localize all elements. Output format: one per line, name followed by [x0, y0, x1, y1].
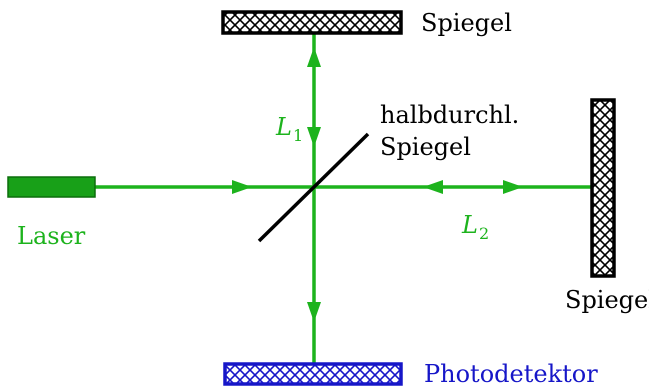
label-mirror-top: Spiegel: [421, 9, 512, 37]
label-arm-length-1: L1: [276, 113, 304, 145]
photodetector: [223, 362, 403, 386]
laser-beams: [95, 33, 592, 364]
label-mirror-right: Spiegel: [565, 286, 649, 314]
label-beamsplitter-line2: Spiegel: [380, 133, 471, 161]
mirror-top: [221, 10, 403, 35]
arrow-right-arm2: [503, 180, 523, 194]
arrow-up-arm1: [307, 47, 321, 67]
arrow-down-arm1: [307, 127, 321, 147]
beamsplitter: [257, 132, 370, 243]
label-photodetector: Photodetektor: [424, 360, 598, 388]
arrow-right-input: [232, 180, 252, 194]
label-laser: Laser: [17, 222, 86, 250]
arrow-left-arm2: [423, 180, 443, 194]
arm2-symbol: L: [462, 211, 478, 239]
label-arm-length-2: L2: [462, 211, 490, 243]
arm1-symbol: L: [276, 113, 292, 141]
beam-direction-arrows: [232, 47, 523, 322]
arm1-index: 1: [292, 126, 304, 145]
arm2-index: 2: [478, 224, 490, 243]
mirror-right: [590, 98, 616, 278]
laser-source: [7, 176, 96, 198]
label-beamsplitter-line1: halbdurchl.: [380, 101, 520, 129]
arrow-down-detector: [307, 302, 321, 322]
